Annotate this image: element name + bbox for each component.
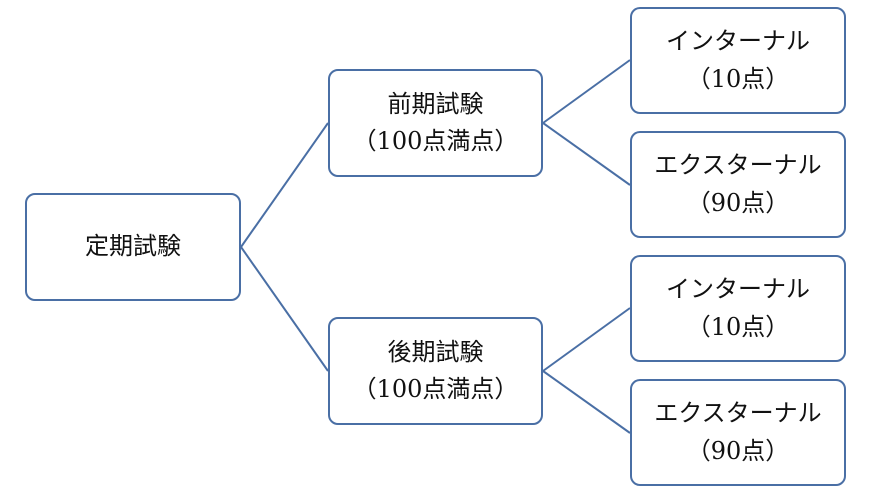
connector-second-internal <box>542 307 631 372</box>
node-label: インターナル <box>666 27 810 56</box>
node-points: （100点満点） <box>352 375 519 403</box>
node-first-term-exam: 前期試験 （100点満点） <box>328 69 543 177</box>
node-points: （100点満点） <box>352 127 519 155</box>
node-label: 前期試験 <box>387 89 484 118</box>
connector-first-internal <box>542 59 631 124</box>
node-regular-exam: 定期試験 <box>25 193 241 301</box>
node-points: （10点） <box>686 312 790 341</box>
node-second-term-exam: 後期試験 （100点満点） <box>328 317 543 425</box>
connector-root-first <box>240 122 329 248</box>
connector-second-external <box>542 370 631 434</box>
node-label: インターナル <box>666 275 810 304</box>
node-label: 定期試験 <box>85 232 181 261</box>
node-second-term-internal: インターナル （10点） <box>630 255 846 362</box>
connector-first-external <box>542 122 631 186</box>
node-points: （90点） <box>686 436 790 465</box>
connector-root-second <box>240 246 329 372</box>
node-label: エクスターナル <box>654 399 822 428</box>
node-points: （90点） <box>686 188 790 217</box>
node-label: エクスターナル <box>654 151 822 180</box>
node-first-term-internal: インターナル （10点） <box>630 7 846 114</box>
node-label: 後期試験 <box>387 337 484 366</box>
node-second-term-external: エクスターナル （90点） <box>630 379 846 486</box>
node-points: （10点） <box>686 64 790 93</box>
node-first-term-external: エクスターナル （90点） <box>630 131 846 238</box>
